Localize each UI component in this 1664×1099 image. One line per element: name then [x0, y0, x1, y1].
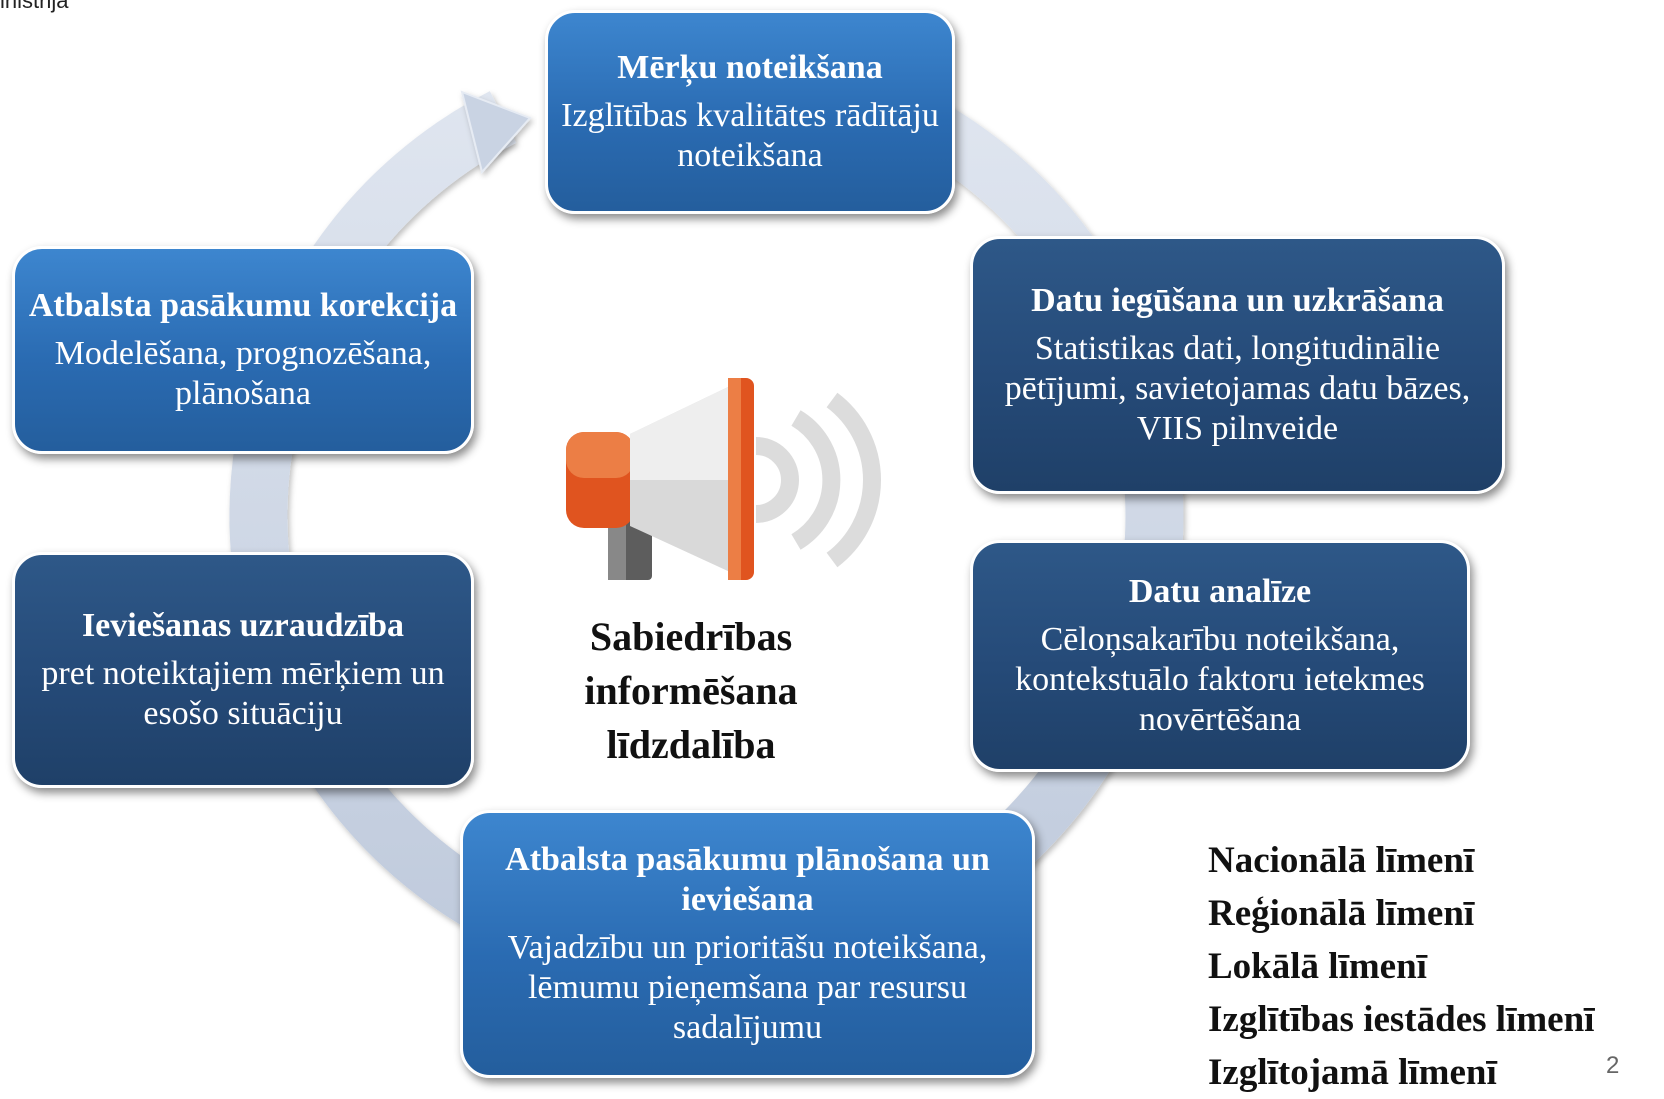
- megaphone-icon: [566, 378, 881, 580]
- center-label-line: līdzdalība: [606, 722, 776, 767]
- cycle-step-title: Datu iegūšana un uzkrāšana: [1031, 282, 1444, 319]
- level-item: Lokālā līmenī: [1208, 946, 1427, 987]
- cycle-step-description: Izglītības kvalitātes rādītāju noteikšan…: [561, 97, 939, 174]
- cycle-step-description: Modelēšana, prognozēšana, plānošana: [54, 335, 432, 412]
- cycle-step-support-planning: Atbalsta pasākumu plānošana un ieviešana…: [460, 810, 1035, 1078]
- center-label-line: informēšana: [584, 668, 798, 713]
- levels-list: Nacionālā līmenī Reģionālā līmenī Lokālā…: [1208, 834, 1594, 1099]
- cycle-step-goal-setting: Mērķu noteikšana Izglītības kvalitātes r…: [545, 10, 955, 214]
- header-fragment: inistrija: [0, 0, 69, 13]
- cycle-step-title: Ieviešanas uzraudzība: [81, 607, 405, 644]
- cycle-step-description: Statistikas dati, longitudinālie pētījum…: [1004, 330, 1471, 447]
- cycle-step-data-analysis: Datu analīze Cēloņsakarību noteikšana, k…: [970, 540, 1470, 772]
- center-label: Sabiedrības informēšana līdzdalība: [556, 610, 826, 772]
- cycle-step-title: Mērķu noteikšana: [617, 49, 883, 86]
- level-item: Reģionālā līmenī: [1208, 893, 1475, 934]
- cycle-step-description: Vajadzību un prioritāšu noteikšana, lēmu…: [507, 929, 988, 1046]
- page-number: 2: [1606, 1052, 1620, 1079]
- cycle-step-title: Atbalsta pasākumu plānošana un ieviešana: [505, 841, 990, 918]
- cycle-step-data-collection: Datu iegūšana un uzkrāšana Statistikas d…: [970, 236, 1505, 494]
- cycle-step-title: Datu analīze: [1128, 573, 1312, 610]
- cycle-step-title: Atbalsta pasākumu korekcija: [28, 287, 458, 324]
- cycle-step-monitoring: Ieviešanas uzraudzība pret noteiktajiem …: [12, 552, 474, 788]
- cycle-step-description: Cēloņsakarību noteikšana, kontekstuālo f…: [1015, 621, 1425, 738]
- level-item: Izglītības iestādes līmenī: [1208, 999, 1595, 1040]
- cycle-step-support-correction: Atbalsta pasākumu korekcija Modelēšana, …: [12, 246, 474, 454]
- cycle-step-description: pret noteiktajiem mērķiem un esošo situā…: [41, 655, 445, 732]
- level-item: Nacionālā līmenī: [1208, 840, 1475, 881]
- center-label-line: Sabiedrības: [589, 614, 793, 659]
- level-item: Izglītojamā līmenī: [1208, 1052, 1497, 1093]
- ring-arrow-head: [460, 90, 532, 175]
